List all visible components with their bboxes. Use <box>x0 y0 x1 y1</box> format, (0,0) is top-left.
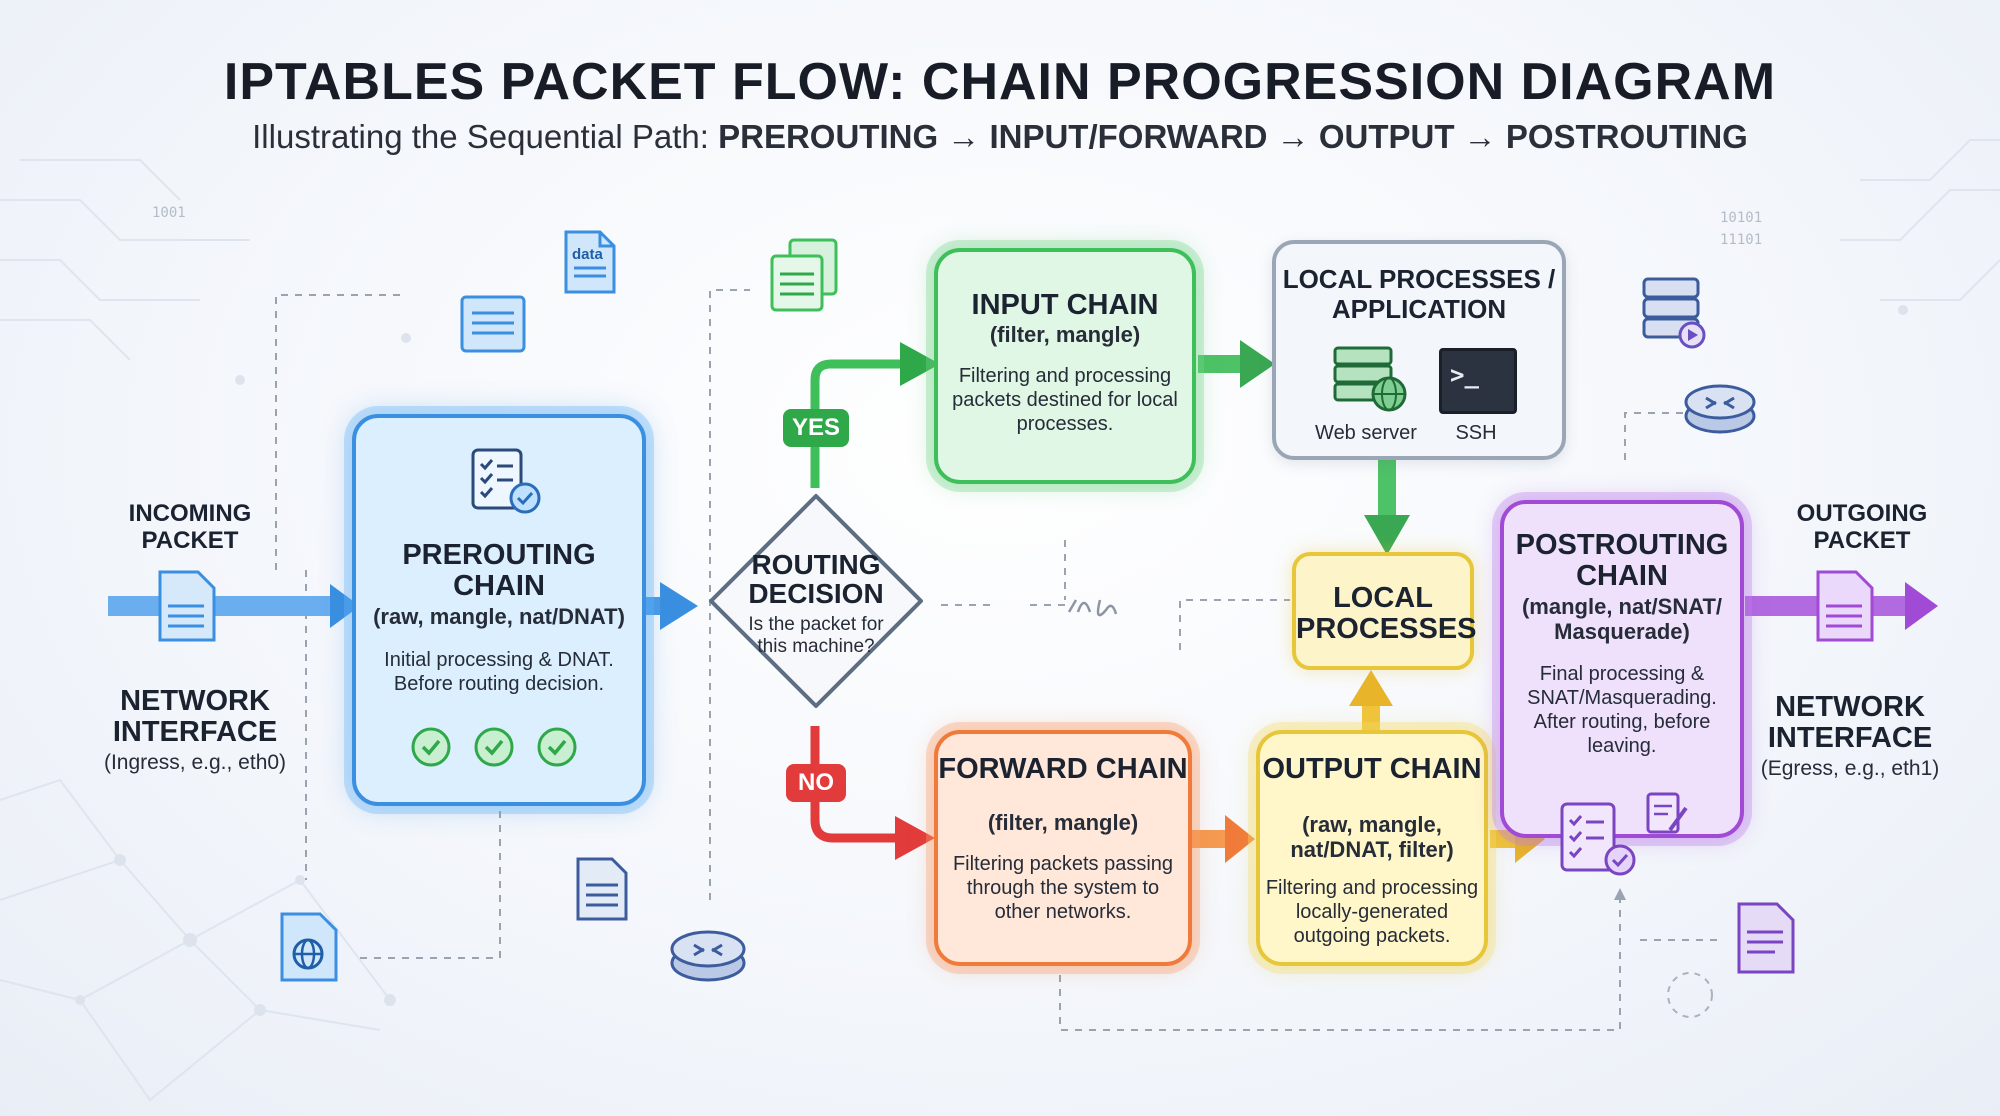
prerouting-chain-box: PREROUTING CHAIN (raw, mangle, nat/DNAT)… <box>352 414 646 806</box>
ingress-interface-label: NETWORK INTERFACE <box>112 685 278 748</box>
input-title: INPUT CHAIN <box>971 289 1159 321</box>
routing-decision-diamond: ROUTING DECISION Is the packet for this … <box>705 490 927 712</box>
subtitle-prefix: Illustrating the Sequential Path: <box>252 118 719 155</box>
server-rack-icon <box>1640 275 1710 356</box>
web-server-label: Web server <box>1315 422 1417 444</box>
arrow-prerouting-to-routing <box>640 582 698 630</box>
router-icon-bottom <box>668 925 748 990</box>
prerouting-desc: Initial processing & DNAT. Before routin… <box>384 649 614 695</box>
dashed-connectors <box>275 289 1720 1031</box>
arrow-output-up <box>1349 670 1393 730</box>
forward-title: FORWARD CHAIN <box>938 753 1188 785</box>
prerouting-tables: (raw, mangle, nat/DNAT) <box>373 604 625 629</box>
local-app-title: LOCAL PROCESSES / APPLICATION <box>1282 264 1556 324</box>
input-tables: (filter, mangle) <box>989 322 1141 347</box>
edit-doc-icon <box>1644 790 1690 843</box>
ssh-label: SSH <box>1455 422 1497 444</box>
outgoing-packet-icon <box>1814 568 1876 649</box>
output-title: OUTPUT CHAIN <box>1262 753 1482 785</box>
routing-question: Is the packet for this machine? <box>748 614 884 657</box>
arrow-forward-to-output <box>1192 815 1255 863</box>
postrouting-tables: (mangle, nat/SNAT/ Masquerade) <box>1521 594 1723 644</box>
local-app-box: LOCAL PROCESSES / APPLICATION Web server… <box>1272 240 1566 460</box>
doc-icon-lower <box>574 855 630 928</box>
stacked-docs-icon <box>770 238 840 319</box>
arrow-no <box>810 726 900 843</box>
router-icon-top <box>1682 380 1758 441</box>
postrouting-title: POSTROUTING CHAIN <box>1515 529 1729 592</box>
input-chain-box: INPUT CHAIN (filter, mangle) Filtering a… <box>934 248 1196 484</box>
page-subtitle: Illustrating the Sequential Path: PREROU… <box>0 118 2000 156</box>
mesh-dots <box>75 305 1908 1016</box>
prerouting-title: PREROUTING CHAIN <box>402 539 596 602</box>
data-doc-label: data <box>572 246 603 263</box>
routing-title: ROUTING DECISION <box>748 549 884 609</box>
purple-checklist-icon <box>1558 800 1638 885</box>
egress-interface-sub: (Egress, e.g., eth1) <box>1760 757 1940 780</box>
incoming-packet-label: INCOMING PACKET <box>128 500 252 554</box>
yes-badge: YES <box>783 409 849 447</box>
output-tables: (raw, mangle, nat/DNAT, filter) <box>1290 812 1454 862</box>
forward-desc: Filtering packets passing through the sy… <box>952 853 1174 923</box>
dashed-circle <box>1667 972 1713 1018</box>
globe-doc-icon <box>278 910 340 989</box>
postrouting-chain-box: POSTROUTING CHAIN (mangle, nat/SNAT/ Mas… <box>1500 500 1744 838</box>
arrow-yes <box>810 359 905 488</box>
terminal-prompt: >_ <box>1450 361 1479 389</box>
input-desc: Filtering and processing packets destine… <box>952 365 1178 435</box>
postrouting-desc: Final processing & SNAT/Masquerading. Af… <box>1527 663 1717 757</box>
arrow-up-to-postrouting <box>1614 888 1626 900</box>
data-doc-icon: data <box>562 228 618 301</box>
local-processes-box: LOCAL PROCESSES <box>1292 552 1477 670</box>
egress-interface-label: NETWORK INTERFACE <box>1767 691 1933 754</box>
terminal-icon: >_ <box>1439 348 1517 414</box>
forward-chain-box: FORWARD CHAIN (filter, mangle) Filtering… <box>934 730 1192 966</box>
arrow-no-head <box>895 816 935 860</box>
purple-doc-icon <box>1735 900 1797 981</box>
arrow-local-app-down <box>1364 460 1410 555</box>
binary-text-3: 11101 <box>1720 232 1763 248</box>
forward-tables: (filter, mangle) <box>987 810 1139 835</box>
arrow-input-to-local-app <box>1198 340 1275 388</box>
subtitle-path: PREROUTING → INPUT/FORWARD → OUTPUT → PO… <box>718 118 1748 155</box>
local-processes-title: LOCAL PROCESSES <box>1296 582 1477 645</box>
arrow-yes-head <box>900 342 940 386</box>
check-icons <box>411 725 591 774</box>
page-title: IPTABLES PACKET FLOW: CHAIN PROGRESSION … <box>223 53 1777 111</box>
web-server-icon <box>1331 344 1411 421</box>
binary-text-2: 10101 <box>1720 210 1763 226</box>
output-chain-box: OUTPUT CHAIN (raw, mangle, nat/DNAT, fil… <box>1256 730 1488 966</box>
binary-text-1: 1001 <box>152 205 186 221</box>
no-badge: NO <box>786 764 846 802</box>
arrow-incoming <box>108 584 360 628</box>
outgoing-packet-label: OUTGOING PACKET <box>1796 500 1928 554</box>
incoming-packet-icon <box>156 568 218 649</box>
squiggle-decoration <box>1067 599 1118 617</box>
checklist-icon <box>469 446 543 521</box>
ingress-interface-sub: (Ingress, e.g., eth0) <box>103 751 287 774</box>
document-icon <box>460 295 530 360</box>
output-desc: Filtering and processing locally-generat… <box>1265 877 1479 947</box>
